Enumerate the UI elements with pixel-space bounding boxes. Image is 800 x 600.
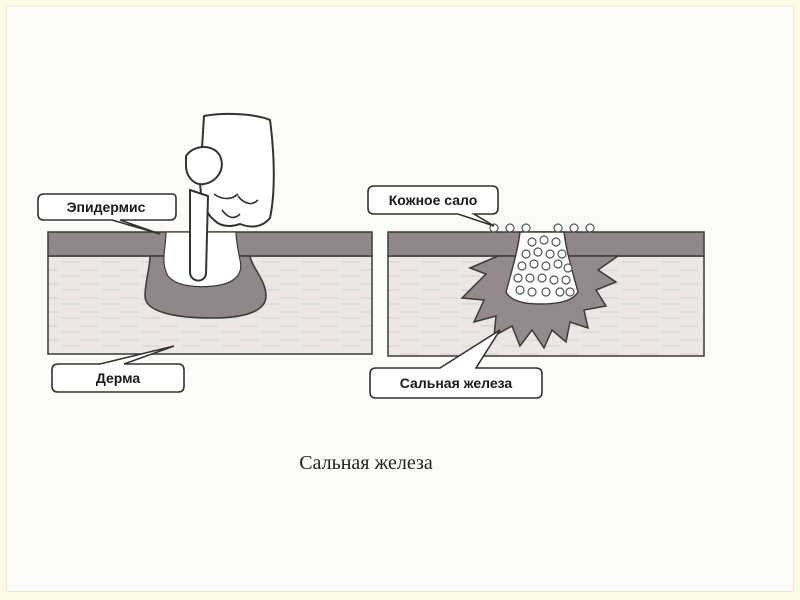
- epidermis-callout: Эпидермис: [37, 193, 177, 235]
- sebum-label: Кожное сало: [389, 192, 478, 208]
- sebum-callout: Кожное сало: [367, 185, 499, 227]
- sebum-droplets: [489, 223, 595, 297]
- left-skin-section: [47, 231, 373, 355]
- index-finger-icon: [189, 189, 209, 282]
- dermis-callout-bubble: [51, 345, 185, 393]
- sebum-callout-bubble: [367, 185, 499, 227]
- dermis-callout: Дерма: [51, 345, 185, 393]
- gland-callout-bubble: [369, 329, 543, 399]
- fist-icon: [199, 112, 275, 228]
- figure-caption: Сальная железа: [299, 452, 433, 474]
- gland-callout: Сальная железа: [369, 329, 543, 399]
- dermis-label: Дерма: [96, 370, 140, 386]
- thumb-icon: [185, 146, 223, 186]
- gland-label: Сальная железа: [400, 375, 513, 391]
- hand-illustration: [185, 112, 275, 282]
- epidermis-callout-bubble: [37, 193, 177, 235]
- epidermis-label: Эпидермис: [67, 199, 146, 215]
